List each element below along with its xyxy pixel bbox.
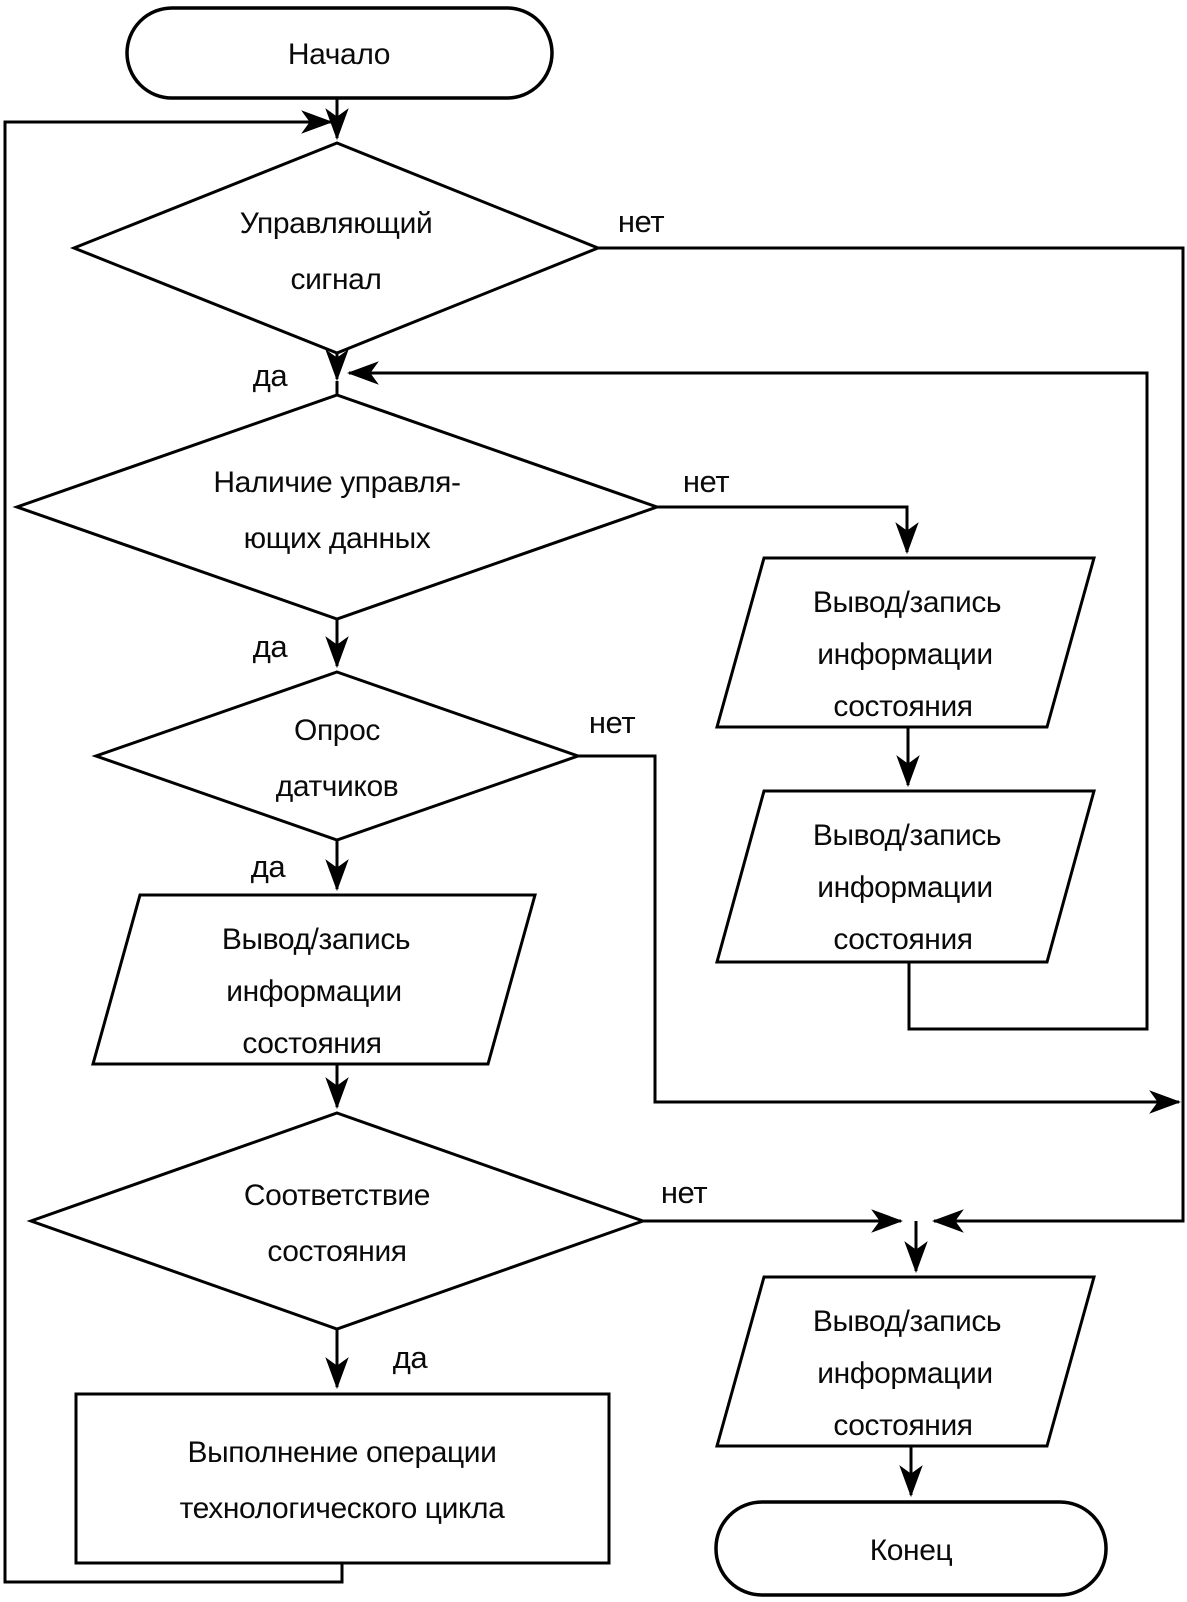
io-state-right-top-line2: информации: [817, 638, 992, 671]
edge-control-data-no: [657, 505, 919, 555]
io-state-left-line3: состояния: [242, 1027, 381, 1060]
label-yes-sensor-poll: да: [251, 849, 287, 884]
edge-io-right-mid-feedback: [346, 361, 1149, 1031]
label-no-control-signal: нет: [618, 204, 665, 239]
edge-control-signal-no: [598, 246, 1185, 1233]
io-state-left: [91, 893, 537, 1066]
decision-control-data-line1: Наличие управля-: [213, 466, 460, 499]
label-yes-control-signal: да: [253, 358, 289, 393]
start-label: Начало: [288, 38, 390, 71]
decision-control-data: [12, 393, 662, 621]
label-yes-state-match: да: [393, 1340, 429, 1375]
start-terminal: [125, 6, 554, 100]
edge-sensor-poll-no: [578, 754, 1182, 1114]
decision-control-signal: [69, 141, 603, 355]
io-state-bottom: [715, 1275, 1096, 1448]
label-no-control-data: нет: [683, 464, 730, 499]
label-no-state-match: нет: [661, 1175, 708, 1210]
io-state-left-line1: Вывод/запись: [222, 923, 410, 956]
io-state-right-mid: [715, 789, 1096, 964]
decision-sensor-poll-line1: Опрос: [294, 714, 380, 747]
process-tech-cycle: [74, 1392, 611, 1565]
end-label: Конец: [870, 1534, 953, 1567]
process-tech-cycle-line2: технологического цикла: [180, 1492, 506, 1525]
process-tech-cycle-line1: Выполнение операции: [187, 1436, 496, 1469]
io-state-bottom-line2: информации: [817, 1357, 992, 1390]
decision-control-data-line2: ющих данных: [244, 522, 431, 555]
io-state-right-top: [715, 556, 1096, 729]
decision-state-match-line2: состояния: [267, 1235, 406, 1268]
decision-state-match-line1: Соответствие: [244, 1179, 430, 1212]
io-state-right-mid-line3: состояния: [833, 923, 972, 956]
decision-state-match: [26, 1111, 648, 1331]
io-state-right-top-line3: состояния: [833, 690, 972, 723]
label-no-sensor-poll: нет: [589, 705, 636, 740]
io-state-right-mid-line1: Вывод/запись: [813, 819, 1001, 852]
io-state-bottom-line3: состояния: [833, 1409, 972, 1442]
io-state-right-top-line1: Вывод/запись: [813, 586, 1001, 619]
decision-control-signal-line2: сигнал: [290, 263, 381, 296]
io-state-right-mid-line2: информации: [817, 871, 992, 904]
edge-process-loop-to-top-junction: [3, 110, 344, 1584]
decision-control-signal-line1: Управляющий: [240, 207, 433, 240]
decision-sensor-poll: [91, 670, 583, 842]
label-yes-control-data: да: [253, 629, 289, 664]
io-state-left-line2: информации: [226, 975, 401, 1008]
end-terminal: [714, 1500, 1108, 1597]
decision-sensor-poll-line2: датчиков: [276, 770, 399, 803]
io-state-bottom-line1: Вывод/запись: [813, 1305, 1001, 1338]
